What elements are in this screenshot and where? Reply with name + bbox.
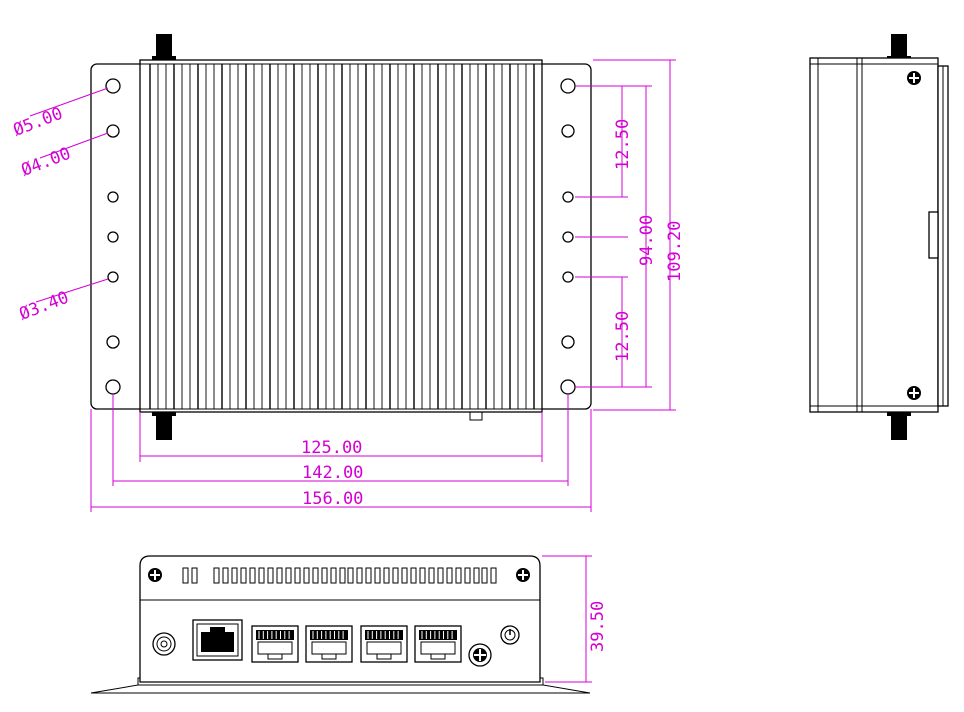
vent-slot	[213, 567, 220, 584]
side-view	[809, 34, 949, 440]
vent-slot	[240, 567, 247, 584]
screw-icon	[516, 568, 530, 582]
vent-slot	[455, 567, 462, 584]
vent-slot	[258, 567, 265, 584]
mount-hole-large	[105, 78, 121, 94]
vent-slot	[231, 567, 238, 584]
dim-12-50-top: 12.50	[613, 119, 633, 170]
mount-hole-small	[107, 231, 119, 243]
vent-slot	[321, 567, 328, 584]
rj45-lan-port	[414, 625, 462, 663]
vent-slot	[303, 567, 310, 584]
mount-hole-small	[562, 271, 574, 283]
vent-slot	[428, 567, 435, 584]
vent-slot	[401, 567, 408, 584]
vent-slot	[446, 567, 453, 584]
dimension-horizontal-bottom: 125.00 142.00 156.00	[90, 394, 592, 512]
dim-12-50-bottom: 12.50	[613, 311, 633, 362]
front-view: 39.50	[90, 555, 608, 694]
rj45-lan-port	[305, 625, 353, 663]
vent-slot	[222, 567, 229, 584]
vent-slot	[374, 567, 381, 584]
mount-hole-medium	[106, 335, 120, 349]
mount-hole-small	[562, 231, 574, 243]
power-button-icon	[500, 625, 520, 645]
dimension-vertical-right: 12.50 12.50 94.00 109.20	[575, 59, 685, 411]
dim-156-00: 156.00	[302, 489, 363, 509]
antenna-connector-icon	[152, 34, 176, 60]
top-view: Ø5.00 Ø4.00 Ø3.40 12.50 12.50	[11, 34, 685, 512]
vent-slot	[339, 567, 346, 584]
dim-39-50: 39.50	[588, 601, 608, 652]
vent-slot	[392, 567, 399, 584]
dim-109-20: 109.20	[665, 221, 685, 282]
callout-dia-4: Ø4.00	[19, 144, 74, 181]
mount-hole-small	[107, 271, 119, 283]
vent-slot	[276, 567, 283, 584]
vent-slot	[249, 567, 256, 584]
vent-slot	[383, 567, 390, 584]
callout-dia-3-4: Ø3.40	[17, 288, 72, 325]
rj45-lan-port	[360, 625, 408, 663]
mount-hole-large	[560, 78, 576, 94]
heatsink-fins	[149, 64, 535, 409]
vent-slot	[330, 567, 337, 584]
vent-slot	[437, 567, 444, 584]
vent-slots	[182, 567, 497, 584]
vent-slot	[490, 567, 497, 584]
vent-slot	[419, 567, 426, 584]
mount-hole-small	[107, 191, 119, 203]
mount-hole-small	[562, 191, 574, 203]
rj45-console-port	[192, 619, 243, 661]
sma-antenna-connector	[152, 632, 176, 656]
dim-142-00: 142.00	[302, 463, 363, 483]
callout-dia-5: Ø5.00	[11, 104, 66, 141]
mount-hole-large	[560, 379, 576, 395]
vent-slot	[365, 567, 372, 584]
mounting-holes-right	[560, 78, 576, 395]
lan-ports	[251, 625, 462, 663]
vent-slot	[347, 567, 354, 584]
screw-icon	[148, 568, 162, 582]
mount-hole-large	[105, 379, 121, 395]
vent-slot	[481, 567, 488, 584]
dim-94-00: 94.00	[637, 215, 657, 266]
vent-slot	[191, 567, 198, 584]
vent-slot	[473, 567, 480, 584]
rj45-lan-port	[251, 625, 299, 663]
vent-slot	[294, 567, 301, 584]
mount-hole-medium	[106, 124, 120, 138]
antenna-connector-icon	[152, 412, 176, 440]
vent-slot	[464, 567, 471, 584]
mount-hole-medium	[561, 335, 575, 349]
dimension-height-front: 39.50	[542, 555, 608, 683]
vent-slot	[356, 567, 363, 584]
screw-icon	[907, 71, 921, 85]
screw-icon	[907, 386, 921, 400]
dim-125-00: 125.00	[301, 438, 362, 458]
ground-screw	[468, 643, 492, 667]
mount-hole-medium	[561, 124, 575, 138]
vent-slot	[267, 567, 274, 584]
antenna-connector-icon	[887, 34, 911, 60]
vent-slot	[312, 567, 319, 584]
vent-slot	[285, 567, 292, 584]
vent-slot	[410, 567, 417, 584]
heatsink-body	[139, 59, 543, 413]
antenna-connector-icon	[887, 411, 911, 440]
vent-slot	[182, 567, 189, 584]
